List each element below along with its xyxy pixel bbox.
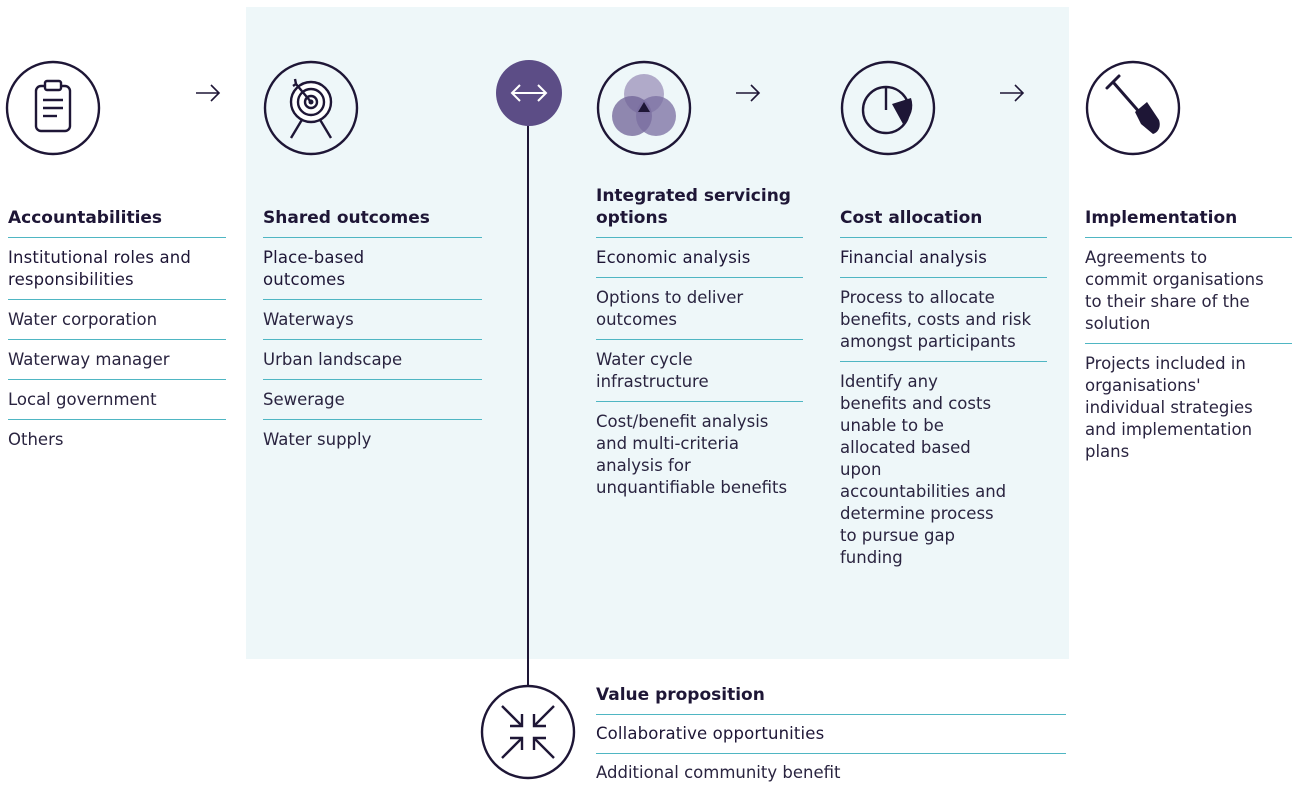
column-item: Water cycle infrastructure xyxy=(596,340,803,402)
column-heading: Shared outcomes xyxy=(263,207,482,238)
column-item: Economic analysis xyxy=(596,238,803,278)
column-heading: Implementation xyxy=(1085,207,1292,238)
connector-line xyxy=(527,125,529,685)
arrow-right-icon xyxy=(734,83,762,103)
value-proposition: Value proposition Collaborative opportun… xyxy=(596,684,1066,792)
column-item: Water supply xyxy=(263,430,372,449)
column-item: Place-based outcomes xyxy=(263,238,482,300)
column-item: Process to allocate benefits, costs and … xyxy=(840,278,1047,362)
column-item: Waterway manager xyxy=(8,340,226,380)
double-arrow-icon xyxy=(496,60,562,126)
column-integrated-servicing-options: Integrated servicing options Economic an… xyxy=(596,185,803,507)
column-item: Waterways xyxy=(263,300,482,340)
arrow-right-icon xyxy=(998,83,1026,103)
arrow-right-icon xyxy=(194,83,222,103)
value-proposition-heading: Value proposition xyxy=(596,684,1066,715)
column-cost-allocation: Cost allocation Financial analysis Proce… xyxy=(840,207,1047,577)
column-shared-outcomes: Shared outcomes Place-based outcomes Wat… xyxy=(263,207,482,459)
column-item: Institutional roles and responsibilities xyxy=(8,238,226,300)
column-item: Local government xyxy=(8,380,226,420)
target-icon xyxy=(263,60,359,156)
column-item: Urban landscape xyxy=(263,340,482,380)
column-item: Cost/benefit analysis and multi-criteria… xyxy=(596,412,788,497)
column-item: Identify any benefits and costs unable t… xyxy=(840,372,1007,567)
column-item: Financial analysis xyxy=(840,238,1047,278)
venn-icon xyxy=(596,60,692,156)
shovel-icon xyxy=(1085,60,1181,156)
pie-chart-icon xyxy=(840,60,936,156)
column-implementation: Implementation Agreements to commit orga… xyxy=(1085,207,1292,471)
value-proposition-item: Collaborative opportunities xyxy=(596,715,1066,754)
column-item: Water corporation xyxy=(8,300,226,340)
column-item: Agreements to commit organisations to th… xyxy=(1085,238,1292,344)
column-item: Others xyxy=(8,430,64,449)
column-heading: Cost allocation xyxy=(840,207,1047,238)
converging-arrows-icon xyxy=(480,684,576,780)
column-heading: Accountabilities xyxy=(8,207,226,238)
column-item: Options to deliver outcomes xyxy=(596,278,803,340)
column-item: Projects included in organisations' indi… xyxy=(1085,354,1253,461)
value-proposition-item: Additional community benefit xyxy=(596,763,841,782)
column-heading: Integrated servicing options xyxy=(596,185,803,238)
column-accountabilities: Accountabilities Institutional roles and… xyxy=(8,207,226,459)
column-item: Sewerage xyxy=(263,380,482,420)
clipboard-icon xyxy=(5,60,101,156)
